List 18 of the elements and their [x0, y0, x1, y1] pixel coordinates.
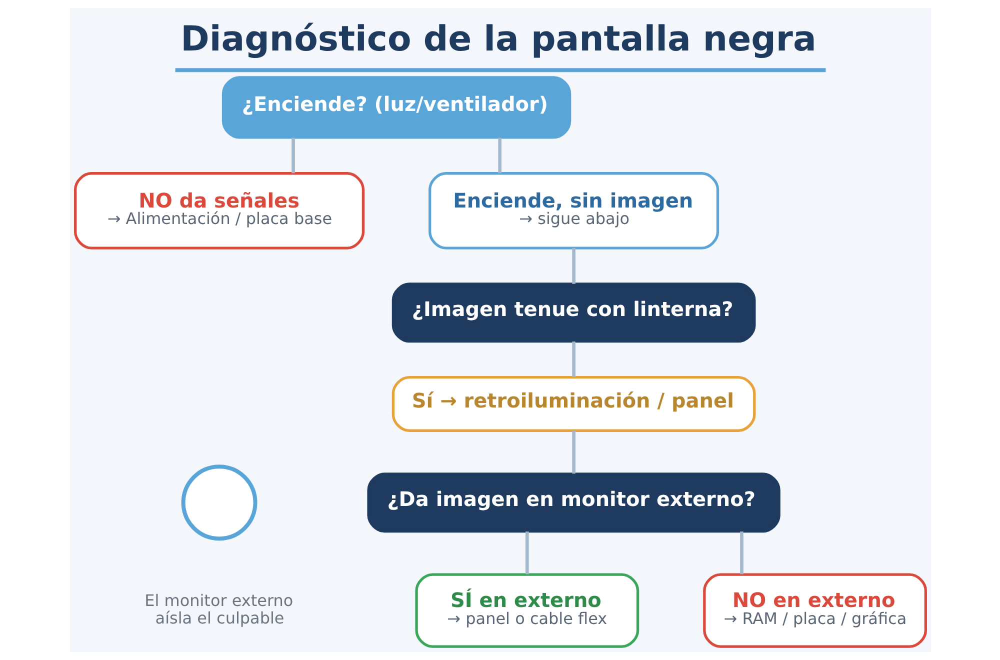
- connector: [572, 342, 575, 377]
- node-circle: [180, 464, 257, 541]
- node-box: ¿Da imagen en monitor externo?: [366, 472, 780, 533]
- node-box: ¿Imagen tenue con linterna?: [391, 282, 756, 343]
- connector: [572, 248, 575, 284]
- node-box: NO en externo → RAM / placa / gráfica: [702, 573, 926, 648]
- node-box: Enciende, sin imagen → sigue abajo: [428, 172, 719, 250]
- node-label: El monitor externo aísla el culpable: [144, 591, 293, 628]
- connector: [740, 532, 743, 574]
- diagram-title: Diagnóstico de la pantalla negra: [180, 20, 816, 60]
- node-box: Sí → retroiluminación / panel: [391, 376, 756, 432]
- node-box: NO da señales → Alimentación / placa base: [74, 172, 364, 250]
- connector: [291, 138, 294, 174]
- node-box: SÍ en externo → panel o cable flex: [414, 573, 639, 648]
- node-box: ¿Enciende? (luz/ventilador): [221, 76, 571, 139]
- connector: [525, 532, 528, 574]
- connector: [572, 430, 575, 474]
- connector: [498, 138, 501, 174]
